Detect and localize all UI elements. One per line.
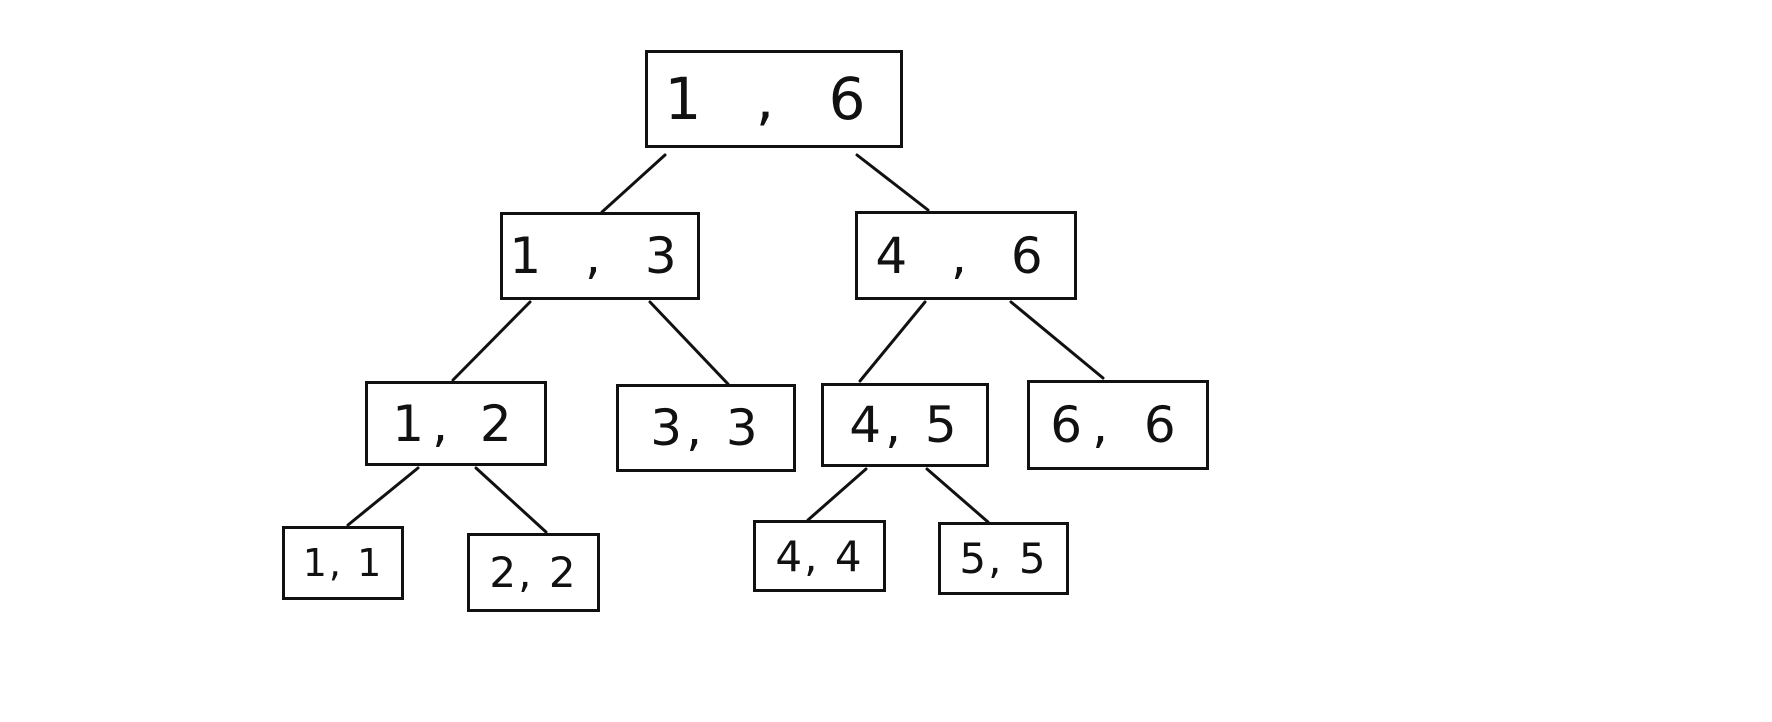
- tree-leaf-left-left-right: 2, 2: [467, 533, 600, 612]
- edge-right-right_left: [858, 300, 927, 383]
- edge-right_left-right_left_right: [925, 467, 990, 524]
- tree-leaf-left-left-left: 1, 1: [282, 526, 404, 600]
- tree-node-left-left: 1, 2: [365, 381, 547, 466]
- tree-node-right-right: 6, 6: [1027, 380, 1209, 470]
- edge-left_left-left_left_right: [474, 466, 548, 534]
- tree-leaf-right-left-left: 4, 4: [753, 520, 886, 592]
- edge-right-right_right: [1009, 300, 1105, 380]
- tree-node-left-right: 3, 3: [616, 384, 796, 472]
- tree-leaf-right-left-right: 5, 5: [938, 522, 1069, 595]
- edge-right_left-right_left_left: [806, 467, 868, 522]
- edge-root-right: [855, 153, 930, 212]
- tree-node-root: 1 , 6: [645, 50, 903, 148]
- tree-node-right-left: 4, 5: [821, 383, 989, 467]
- edge-root-left: [600, 153, 667, 214]
- edge-left-left_left: [451, 300, 532, 382]
- edge-left_left-left_left_left: [346, 466, 420, 527]
- tree-node-right: 4 , 6: [855, 211, 1077, 300]
- edge-left-left_right: [648, 300, 730, 386]
- tree-node-left: 1 , 3: [500, 212, 700, 300]
